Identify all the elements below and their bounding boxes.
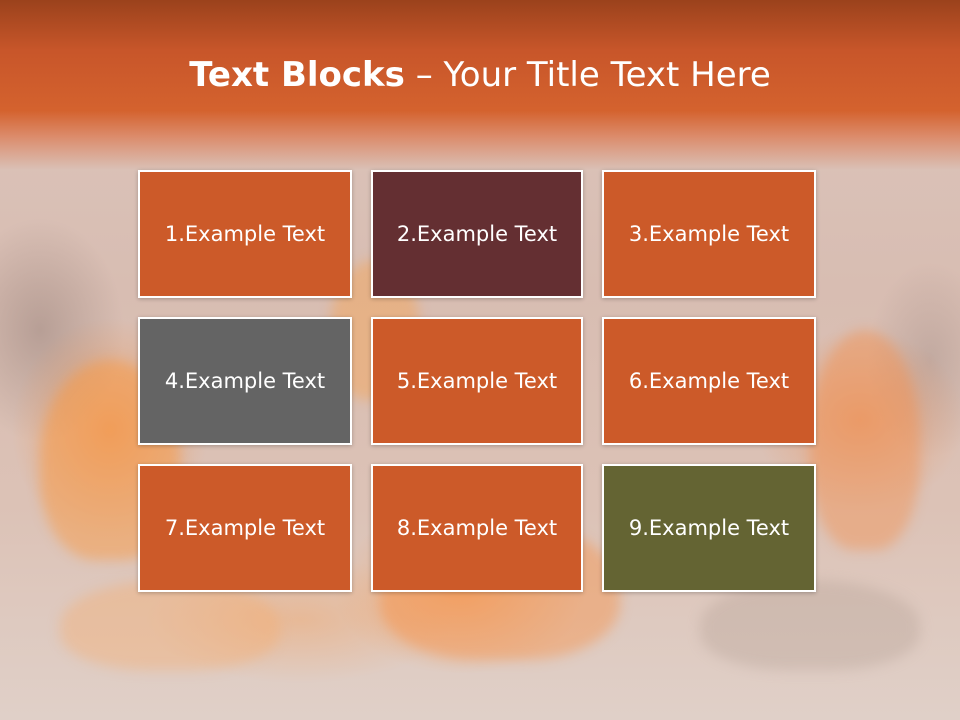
text-block-5[interactable]: 5.Example Text [371, 317, 583, 445]
text-block-grid: 1.Example Text 2.Example Text 3.Example … [138, 170, 816, 594]
text-block-7[interactable]: 7.Example Text [138, 464, 352, 592]
title-bar [0, 0, 960, 170]
text-block-1[interactable]: 1.Example Text [138, 170, 352, 298]
title-bold-part: Text Blocks [189, 55, 405, 95]
slide-title: Text Blocks – Your Title Text Here [0, 52, 960, 98]
text-block-4[interactable]: 4.Example Text [138, 317, 352, 445]
text-block-3[interactable]: 3.Example Text [602, 170, 816, 298]
text-block-6[interactable]: 6.Example Text [602, 317, 816, 445]
text-block-9[interactable]: 9.Example Text [602, 464, 816, 592]
text-block-2[interactable]: 2.Example Text [371, 170, 583, 298]
title-separator: – [404, 55, 444, 95]
text-block-8[interactable]: 8.Example Text [371, 464, 583, 592]
title-rest-part: Your Title Text Here [443, 55, 771, 95]
